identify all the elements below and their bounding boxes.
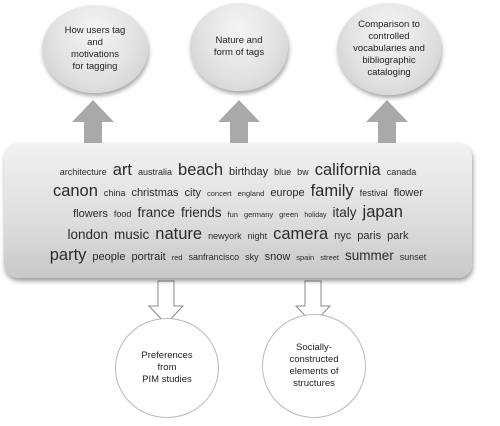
bubble-pim-preferences: Preferences from PIM studies — [115, 318, 219, 418]
bubble-text: Socially- constructed elements of struct… — [289, 342, 339, 389]
tag-blue[interactable]: blue — [274, 167, 292, 177]
tag-street[interactable]: street — [320, 253, 339, 262]
tag-flower[interactable]: flower — [393, 187, 424, 199]
tag-bw[interactable]: bw — [297, 167, 309, 177]
tag-italy[interactable]: italy — [332, 205, 357, 220]
bubble-text: Comparison to controlled vocabularies an… — [353, 19, 425, 78]
down-arrow-1 — [147, 280, 185, 325]
tag-france[interactable]: france — [137, 205, 175, 220]
tag-nature[interactable]: nature — [155, 225, 203, 243]
tag-cloud-row: canon china christmas city concert england eur… — [12, 182, 464, 203]
tag-family[interactable]: family — [310, 182, 354, 200]
tag-australia[interactable]: australia — [138, 167, 173, 177]
tag-cloud-row: architecture art australia beach birthday blu… — [12, 161, 464, 182]
tag-sunset[interactable]: sunset — [399, 252, 427, 262]
tag-fun[interactable]: fun — [227, 210, 238, 219]
up-arrow-3 — [366, 100, 408, 143]
bubble-comparison: Comparison to controlled vocabularies an… — [337, 3, 441, 95]
tag-california[interactable]: california — [314, 161, 381, 179]
tag-night[interactable]: night — [247, 231, 268, 241]
tag-people[interactable]: people — [92, 251, 126, 263]
tag-japan[interactable]: japan — [362, 203, 403, 221]
tag-newyork[interactable]: newyork — [208, 231, 242, 241]
tag-canada[interactable]: canada — [386, 167, 417, 177]
tag-portrait[interactable]: portrait — [131, 251, 166, 263]
bubble-socially-constructed: Socially- constructed elements of struct… — [262, 314, 366, 418]
tag-concert[interactable]: concert — [207, 189, 232, 198]
tag-china[interactable]: china — [103, 188, 126, 198]
tag-flowers[interactable]: flowers — [73, 208, 108, 220]
tag-party[interactable]: party — [49, 246, 87, 264]
bubble-nature-of-tags: Nature and form of tags — [190, 3, 288, 91]
tag-england[interactable]: england — [237, 189, 265, 198]
tag-sky[interactable]: sky — [245, 252, 259, 262]
tag-festival[interactable]: festival — [359, 188, 388, 198]
tag-friends[interactable]: friends — [180, 205, 222, 220]
tag-spain[interactable]: spain — [296, 253, 315, 262]
tag-cloud-panel: architecture art australia beach birthday blu… — [4, 143, 472, 278]
tag-nyc[interactable]: nyc — [334, 230, 352, 242]
bubble-text: Nature and form of tags — [213, 35, 265, 58]
tag-london[interactable]: london — [67, 227, 109, 242]
tag-park[interactable]: park — [387, 230, 409, 242]
tag-city[interactable]: city — [184, 187, 202, 199]
tag-music[interactable]: music — [114, 227, 150, 242]
tag-red[interactable]: red — [171, 253, 183, 262]
tag-beach[interactable]: beach — [178, 161, 224, 179]
tag-holiday[interactable]: holiday — [304, 212, 327, 219]
tag-summer[interactable]: summer — [344, 248, 394, 263]
tag-art[interactable]: art — [112, 161, 133, 179]
tag-birthday[interactable]: birthday — [229, 166, 269, 178]
tag-food[interactable]: food — [113, 209, 132, 219]
bubble-how-users-tag: How users tag and motivations for taggin… — [42, 5, 148, 93]
tag-green[interactable]: green — [279, 210, 299, 219]
up-arrow-2 — [218, 100, 260, 143]
tag-canon[interactable]: canon — [52, 182, 98, 200]
bubble-text: How users tag and motivations for taggin… — [64, 25, 126, 72]
up-arrow-1 — [72, 100, 114, 143]
tag-sanfrancisco[interactable]: sanfrancisco — [188, 252, 240, 262]
tag-architecture[interactable]: architecture — [59, 167, 107, 177]
tag-europe[interactable]: europe — [270, 187, 305, 199]
tag-camera[interactable]: camera — [273, 225, 329, 243]
tag-paris[interactable]: paris — [357, 230, 382, 242]
tag-snow[interactable]: snow — [264, 251, 291, 263]
tag-christmas[interactable]: christmas — [131, 187, 179, 199]
bubble-text: Preferences from PIM studies — [141, 350, 193, 385]
tag-germany[interactable]: germany — [243, 210, 274, 219]
